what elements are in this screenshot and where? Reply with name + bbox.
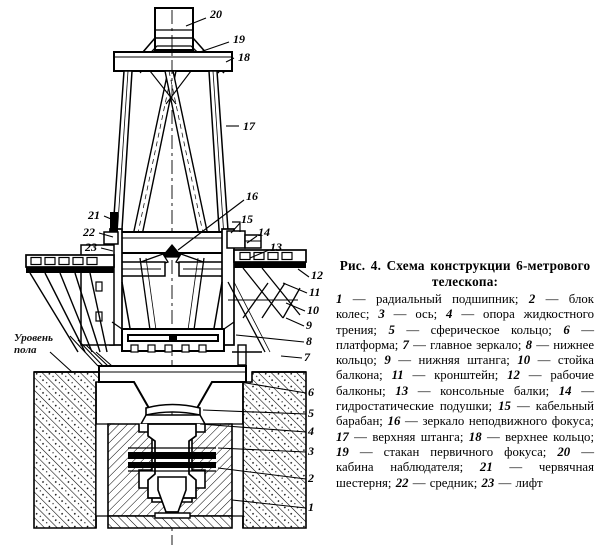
callout-1: 1: [308, 500, 314, 514]
polar-axis-assembly: [107, 423, 233, 529]
callout-11: 11: [309, 285, 320, 299]
callout-17: 17: [243, 119, 256, 133]
legend-number-7: 7: [402, 337, 409, 352]
legend-number-15: 15: [498, 399, 511, 414]
legend-number-8: 8: [525, 337, 533, 352]
legend-text-21: — червячная шестерня;: [336, 460, 594, 490]
legend-text-20: — кабина наблюдателя;: [336, 444, 595, 475]
callout-9: 9: [306, 318, 312, 332]
legend-number-4: 4: [446, 307, 453, 322]
cable-drum-and-pads: [226, 221, 262, 249]
legend-text-9: — нижняя штанга;: [390, 353, 518, 368]
legend-text-16: — зеркало неподвижного фокуса;: [400, 414, 594, 429]
legend-text-18: — верхнее кольцо;: [481, 429, 594, 444]
legend-number-13: 13: [395, 383, 409, 398]
callout-14: 14: [258, 225, 270, 239]
left-working-balcony: [25, 254, 115, 353]
main-mirror-cell: [111, 321, 235, 353]
callout-19: 19: [233, 32, 245, 46]
legend-text-14: — гидростатические подушки;: [336, 383, 595, 414]
legend-text-5: — сферическое кольцо;: [394, 322, 564, 337]
legend-number-12: 12: [507, 368, 520, 383]
caption-title: Рис. 4. Схема конструкции 6-метрового те…: [339, 258, 591, 289]
callout-16: 16: [246, 189, 258, 203]
legend-number-19: 19: [336, 444, 349, 459]
legend-text-7: — главное зеркало;: [408, 337, 526, 352]
callout-20: 20: [209, 7, 222, 21]
callout-5: 5: [308, 406, 314, 420]
legend-number-3: 3: [378, 307, 385, 322]
callout-21: 21: [87, 208, 100, 222]
platform: [98, 365, 247, 411]
telescope-cross-section-diagram: 20 19 18 17 16 15 14 13 12 11 10 9 8 7 6…: [14, 7, 323, 545]
legend-text-2: — блок колес;: [336, 292, 595, 322]
legend-text-10: — стойка балкона;: [336, 353, 594, 383]
legend-text-1: — радиальный подшипник;: [342, 292, 529, 306]
legend-number-18: 18: [468, 429, 482, 444]
legend-text-4: — опора жидкостного трения;: [336, 307, 594, 337]
legend-number-17: 17: [336, 429, 349, 444]
callout-22: 22: [82, 225, 95, 239]
spherical-ring: [139, 403, 207, 425]
cable-bundle: [69, 335, 113, 367]
callout-13: 13: [270, 240, 282, 254]
legend-number-10: 10: [517, 353, 531, 368]
upper-ring: [113, 51, 233, 72]
caption-legend: 1 — радиальный подшипник; 2 — блок колес…: [336, 292, 594, 491]
legend-text-17: — верхняя штанга;: [348, 429, 469, 444]
right-working-balcony: [228, 249, 307, 366]
legend-number-9: 9: [384, 353, 391, 368]
callout-7: 7: [304, 350, 311, 364]
legend-number-6: 6: [563, 322, 570, 337]
callout-23: 23: [84, 240, 97, 254]
callout-4: 4: [307, 424, 314, 438]
callout-3: 3: [307, 444, 314, 458]
legend-text-23: — лифт: [494, 475, 543, 490]
callout-12: 12: [311, 268, 323, 282]
legend-text-11: — кронштейн;: [403, 368, 508, 383]
legend-number-21: 21: [479, 460, 493, 475]
legend-number-1: 1: [336, 292, 343, 306]
callout-numbers: 20 19 18 17 16 15 14 13 12 11 10 9 8 7 6…: [82, 7, 323, 514]
legend-text-13: — консольные балки;: [408, 383, 559, 398]
legend-text-12: — рабочие балконы;: [336, 368, 594, 398]
observer-cabin: [154, 7, 194, 51]
legend-text-15: — кабельный барабан;: [336, 399, 595, 429]
floor-level-label: Уровень пола: [14, 332, 54, 356]
callout-18: 18: [238, 50, 250, 64]
callout-10: 10: [307, 303, 319, 317]
legend-text-22: — средник;: [408, 475, 482, 490]
legend-number-2: 2: [528, 292, 536, 306]
legend-number-23: 23: [481, 475, 495, 490]
lower-ring-and-rods: [227, 281, 271, 353]
legend-number-14: 14: [558, 383, 572, 398]
callout-15: 15: [241, 212, 253, 226]
upper-struts: [111, 70, 230, 246]
floor-ground: [33, 371, 307, 529]
legend-text-6: — платформа;: [336, 322, 595, 352]
legend-text-19: — стакан первичного фокуса;: [348, 444, 558, 459]
legend-number-22: 22: [395, 475, 409, 490]
callout-8: 8: [306, 334, 312, 348]
legend-text-3: — ось;: [384, 307, 447, 322]
callout-2: 2: [307, 471, 314, 485]
callout-6: 6: [308, 385, 314, 399]
legend-number-20: 20: [557, 444, 571, 459]
diagram-svg: 20 19 18 17 16 15 14 13 12 11 10 9 8 7 6…: [25, 7, 323, 545]
legend-number-5: 5: [388, 322, 395, 337]
legend-text-8: — нижнее кольцо;: [336, 337, 594, 368]
legend-number-16: 16: [387, 414, 401, 429]
figure-caption: Рис. 4. Схема конструкции 6-метрового те…: [336, 258, 594, 491]
legend-number-11: 11: [391, 368, 404, 383]
callout-leaders: [49, 17, 310, 509]
